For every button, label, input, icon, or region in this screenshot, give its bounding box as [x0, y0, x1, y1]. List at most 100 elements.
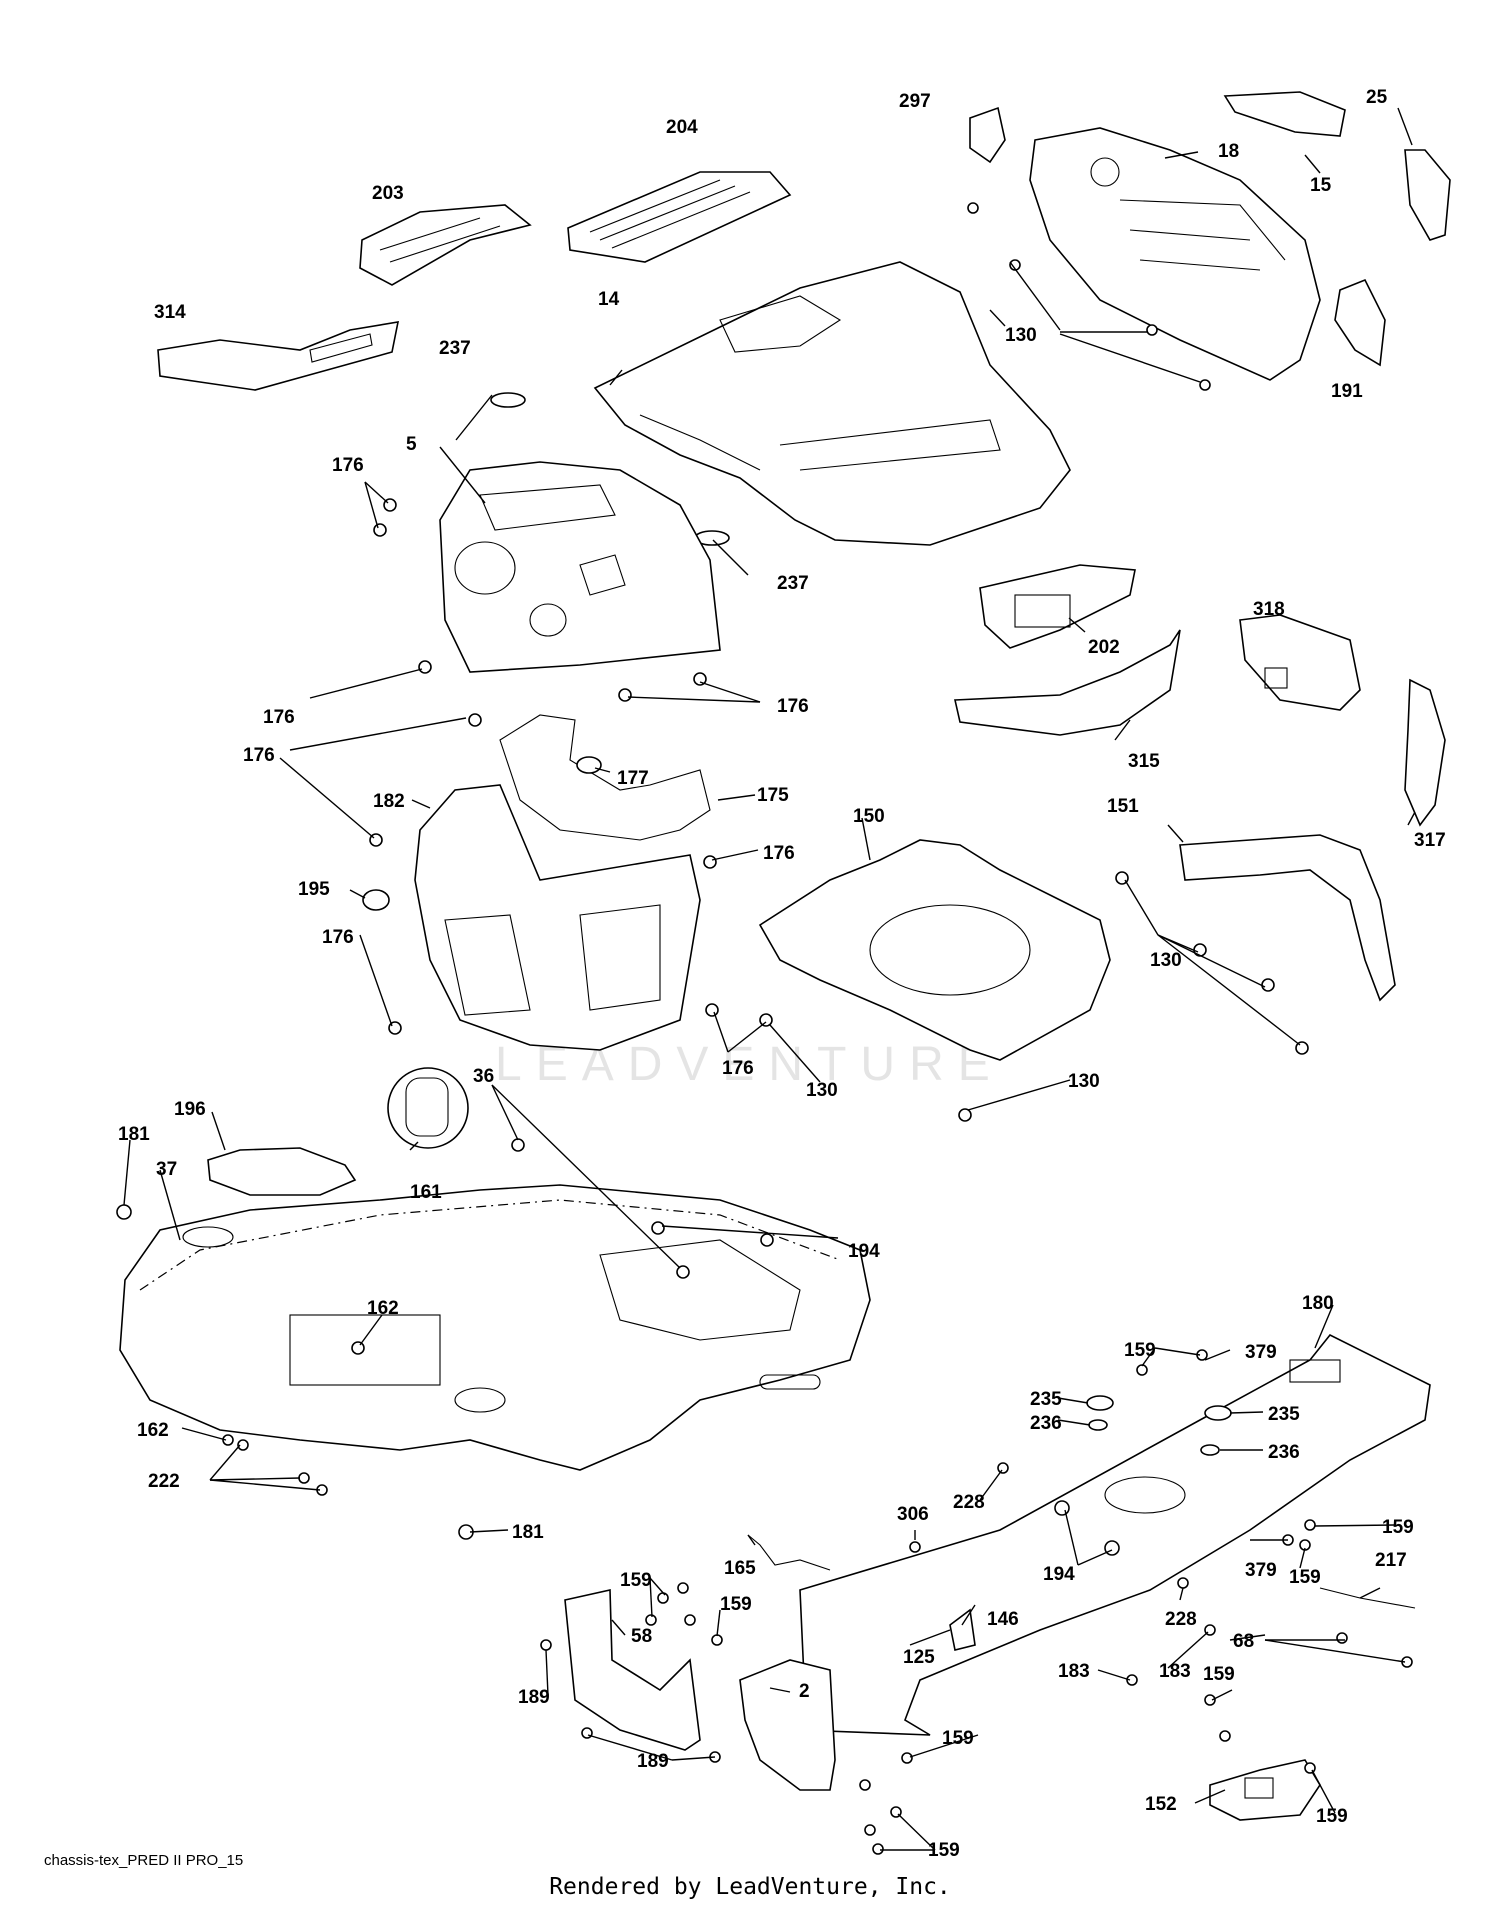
part-318-bracket — [1239, 614, 1361, 711]
callout: 68 — [1233, 1631, 1254, 1652]
callout: 161 — [410, 1182, 442, 1203]
callout: 5 — [406, 434, 417, 455]
part-191-side-lens — [1334, 278, 1386, 367]
callout: 189 — [637, 1751, 669, 1772]
part-15-lens — [1223, 91, 1346, 137]
drawing-id: chassis-tex_PRED II PRO_15 — [44, 1852, 244, 1869]
part-2-bracket — [739, 1659, 836, 1791]
callout: 176 — [763, 843, 795, 864]
callout: 176 — [243, 745, 275, 766]
callout: 25 — [1366, 87, 1388, 108]
callout: 228 — [1165, 1609, 1197, 1630]
part-195-plug — [362, 889, 390, 911]
callout: 236 — [1268, 1442, 1300, 1463]
callout: 222 — [148, 1471, 180, 1492]
callout: 58 — [631, 1626, 652, 1647]
callout: 125 — [903, 1647, 935, 1668]
callout: 195 — [298, 879, 330, 900]
callout: 159 — [1203, 1664, 1235, 1685]
callout: 159 — [942, 1728, 974, 1749]
leader-lines — [123, 107, 1416, 1851]
callout: 159 — [720, 1594, 752, 1615]
part-237-plug-upper — [490, 392, 526, 408]
callout: 181 — [512, 1522, 544, 1543]
part-14-hood — [593, 261, 1071, 546]
callout: 146 — [987, 1609, 1019, 1630]
part-236-bushing-left — [1088, 1419, 1108, 1431]
callout: 306 — [897, 1504, 929, 1525]
part-297-cap — [969, 106, 1006, 164]
callout: 318 — [1253, 599, 1285, 620]
callout: 183 — [1159, 1661, 1191, 1682]
callout: 37 — [156, 1159, 177, 1180]
callout: 18 — [1218, 141, 1239, 162]
callout: 165 — [724, 1558, 756, 1579]
callout: 151 — [1107, 796, 1139, 817]
callout: 159 — [1289, 1567, 1321, 1588]
callout: 379 — [1245, 1560, 1277, 1581]
callout: 130 — [1005, 325, 1037, 346]
callout: 203 — [372, 183, 404, 204]
callout: 176 — [777, 696, 809, 717]
callout: 159 — [1382, 1517, 1414, 1538]
callout: 159 — [928, 1840, 960, 1861]
callout: 228 — [953, 1492, 985, 1513]
callout: 159 — [620, 1570, 652, 1591]
callout: 130 — [1150, 950, 1182, 971]
part-314-side-strip — [157, 321, 400, 391]
part-196-cover — [207, 1147, 357, 1196]
callout: 176 — [263, 707, 295, 728]
part-25-side-lens — [1404, 149, 1451, 241]
callout: 159 — [1316, 1806, 1348, 1827]
callout: 176 — [332, 455, 364, 476]
callout: 150 — [853, 806, 885, 827]
part-146-clip — [949, 1608, 976, 1651]
callout: 237 — [439, 338, 471, 359]
callout: 182 — [373, 791, 405, 812]
footer-credit: Rendered by LeadVenture, Inc. — [549, 1874, 951, 1900]
callout: 217 — [1375, 1550, 1407, 1571]
part-235-bushing-right — [1204, 1405, 1232, 1421]
callout: 130 — [1068, 1071, 1100, 1092]
callout: 202 — [1088, 637, 1120, 658]
callout: 317 — [1414, 830, 1446, 851]
part-236-bushing-right — [1200, 1444, 1220, 1456]
part-175-frame — [499, 714, 711, 841]
part-317-bracket — [1404, 678, 1446, 827]
callout: 177 — [617, 768, 649, 789]
callout: 189 — [518, 1687, 550, 1708]
part-203-side-bracket — [359, 204, 532, 286]
part-150-shroud — [758, 839, 1111, 1061]
part-315-trim — [954, 629, 1181, 736]
callout: 175 — [757, 785, 789, 806]
callout: 176 — [722, 1058, 754, 1079]
callout: 15 — [1310, 175, 1332, 196]
callout: 176 — [322, 927, 354, 948]
callout: 315 — [1128, 751, 1160, 772]
callout: 204 — [666, 117, 698, 138]
part-151-bracket — [1179, 834, 1396, 1002]
part-204-seat-panel — [567, 171, 792, 263]
callout: 159 — [1124, 1340, 1156, 1361]
callout: 194 — [848, 1241, 880, 1262]
callout: 314 — [154, 302, 186, 323]
callout: 379 — [1245, 1342, 1277, 1363]
part-217-rod — [1319, 1587, 1416, 1609]
callout: 235 — [1030, 1389, 1062, 1410]
callout-labels: 297 25 204 18 15 203 130 14 314 237 191 … — [118, 87, 1446, 1861]
part-202-insert — [979, 564, 1136, 649]
callout: 130 — [806, 1080, 838, 1101]
callout: 162 — [137, 1420, 169, 1441]
part-58-bracket — [564, 1589, 701, 1751]
part-161-insert — [387, 1067, 469, 1149]
callout: 183 — [1058, 1661, 1090, 1682]
callout: 237 — [777, 573, 809, 594]
part-37-deck-cover — [119, 1184, 871, 1471]
callout: 235 — [1268, 1404, 1300, 1425]
callout: 196 — [174, 1099, 206, 1120]
part-165-rod — [747, 1534, 831, 1571]
callout: 14 — [598, 289, 620, 310]
callout: 162 — [367, 1298, 399, 1319]
callout: 152 — [1145, 1794, 1177, 1815]
